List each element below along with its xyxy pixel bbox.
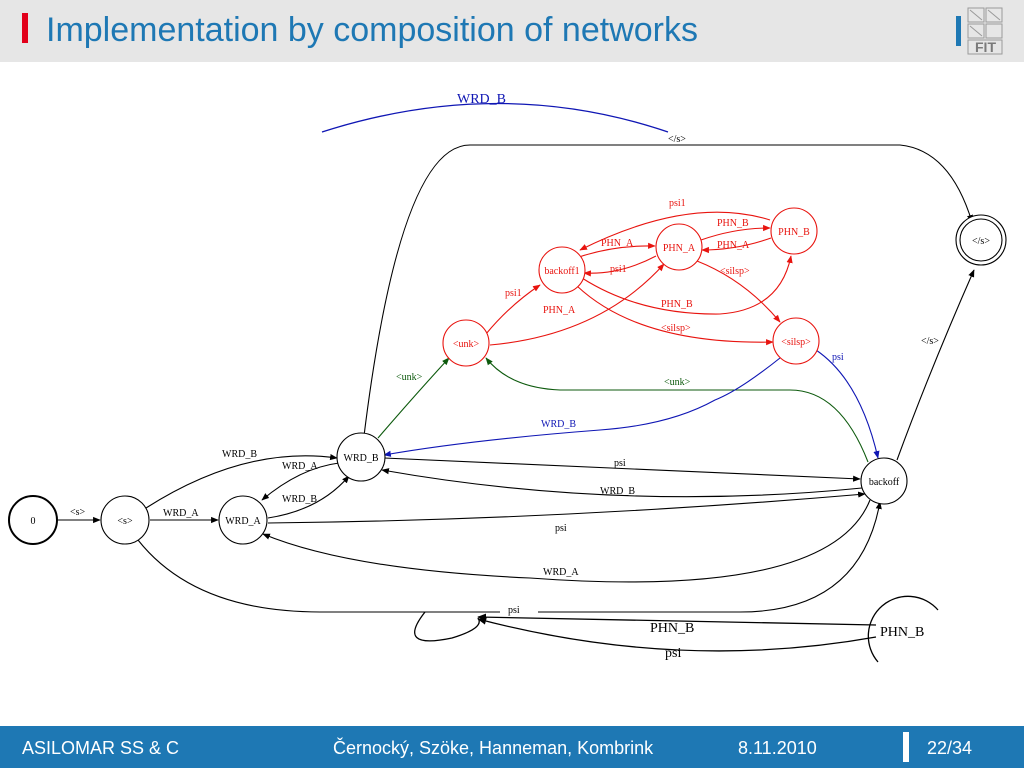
edge-backoff1-phn-a bbox=[578, 242, 656, 258]
slide-footer: ASILOMAR SS & C Černocký, Szöke, Hannema… bbox=[0, 726, 1024, 768]
edge-wrd-b-end bbox=[363, 144, 973, 437]
edge-backoff-wrd-a bbox=[262, 499, 871, 583]
node-wrd-a: WRD_A bbox=[225, 516, 261, 527]
edge-label: psi1 bbox=[505, 288, 522, 299]
edge-label: psi bbox=[508, 605, 520, 616]
edge-unk-phn-a bbox=[489, 263, 665, 346]
node-end: </s> bbox=[972, 236, 990, 247]
node-wrd-b-circle bbox=[336, 432, 386, 482]
edge-label: psi1 bbox=[669, 198, 686, 209]
node-phn-a-circle bbox=[655, 223, 703, 271]
edge-label: WRD_B bbox=[541, 419, 576, 430]
edge-label: PHN_B bbox=[717, 218, 749, 229]
edge-backoff-unk bbox=[485, 357, 869, 463]
edge-wrd-b-backoff-psi bbox=[383, 457, 861, 482]
edge-label: <s> bbox=[70, 507, 86, 518]
edge-label: <unk> bbox=[664, 377, 691, 388]
edge-backoff-wrd-b bbox=[381, 468, 863, 498]
node-phn-b-circle bbox=[770, 207, 818, 255]
edge-label: PHN_B bbox=[650, 621, 694, 636]
node-wrd-a-circle bbox=[218, 495, 268, 545]
edge-big-psi bbox=[477, 617, 877, 652]
logo-text: FIT bbox=[975, 39, 996, 55]
node-phn-b: PHN_B bbox=[778, 227, 810, 238]
edge-phn-b-backoff1 bbox=[579, 211, 771, 251]
edge-top-wrd-b bbox=[321, 102, 669, 133]
edge-label: </s> bbox=[668, 134, 686, 145]
edge-label: <silsp> bbox=[720, 266, 750, 277]
wfst-network-diagram: WRD_B PHN_B psi PHN_B <s> WRD_A WRD_B WR… bbox=[8, 92, 1007, 663]
edge-label: PHN_A bbox=[543, 305, 576, 316]
node-unk-circle bbox=[442, 319, 490, 367]
edge-wrd-a-backoff-psi bbox=[267, 491, 866, 524]
node-end-inner-circle bbox=[959, 218, 1003, 262]
node-phn-b-big-circle bbox=[867, 595, 939, 663]
node-backoff1-circle bbox=[538, 246, 586, 294]
node-silsp-circle bbox=[772, 317, 820, 365]
fit-logo: FIT bbox=[956, 7, 1003, 55]
node-silsp: <silsp> bbox=[781, 337, 811, 348]
edge-label: WRD_B bbox=[282, 494, 317, 505]
edge-phn-a-backoff1 bbox=[583, 255, 657, 277]
node-s: <s> bbox=[117, 516, 133, 527]
edge-label: WRD_B bbox=[600, 486, 635, 497]
title-accent-bar bbox=[22, 13, 28, 43]
edge-silsp-wrd-b bbox=[383, 357, 781, 457]
footer-divider-bar bbox=[903, 732, 909, 762]
node-0: 0 bbox=[31, 516, 36, 527]
edge-label: WRD_B bbox=[457, 92, 506, 107]
edge-phn-a-silsp bbox=[696, 260, 781, 323]
edge-label: </s> bbox=[921, 336, 939, 347]
node-phn-a: PHN_A bbox=[663, 243, 696, 254]
edge-label: psi bbox=[555, 523, 567, 534]
edge-phn-b-phn-a bbox=[701, 237, 772, 254]
node-s-circle bbox=[100, 495, 150, 545]
footer-conference: ASILOMAR SS & C bbox=[22, 738, 180, 758]
edge-unk-backoff1 bbox=[485, 284, 541, 335]
edge-silsp-backoff bbox=[815, 349, 880, 459]
edge-backoff1-phn-b bbox=[581, 255, 793, 315]
edge-label: psi1 bbox=[610, 264, 627, 275]
footer-page-number: 22/34 bbox=[927, 738, 973, 758]
edge-label: psi bbox=[832, 352, 844, 363]
edge-backoff1-silsp bbox=[576, 285, 774, 346]
edge-label: <unk> bbox=[396, 372, 423, 383]
edge-backoff-end bbox=[896, 269, 975, 461]
footer-date: 8.11.2010 bbox=[738, 738, 817, 758]
edge-label: psi bbox=[665, 646, 681, 661]
slide-header: Implementation by composition of network… bbox=[0, 0, 1024, 62]
node-backoff1: backoff1 bbox=[544, 266, 579, 277]
edge-label: WRD_A bbox=[543, 567, 579, 578]
edge-label: PHN_A bbox=[717, 240, 750, 251]
edge-label: WRD_A bbox=[163, 508, 199, 519]
edge-wrd-b-unk bbox=[377, 357, 450, 439]
slide-title: Implementation by composition of network… bbox=[46, 11, 698, 49]
edge-label: psi bbox=[614, 458, 626, 469]
edge-label: WRD_B bbox=[222, 449, 257, 460]
node-backoff-circle bbox=[860, 457, 908, 505]
edge-label: PHN_A bbox=[601, 238, 634, 249]
edge-wrd-b-wrd-a bbox=[261, 462, 340, 501]
edge-label: WRD_A bbox=[282, 461, 318, 472]
edge-phn-a-phn-b bbox=[700, 224, 771, 241]
node-phn-b-big: PHN_B bbox=[880, 625, 924, 640]
node-unk: <unk> bbox=[453, 339, 480, 350]
edge-label: PHN_B bbox=[661, 299, 693, 310]
node-wrd-b: WRD_B bbox=[344, 453, 379, 464]
node-0-circle bbox=[8, 495, 58, 545]
edge-big-phn-b bbox=[477, 613, 877, 626]
edge-s-wrd-b bbox=[145, 453, 338, 509]
node-backoff: backoff bbox=[869, 477, 900, 488]
edge-wrd-a-wrd-b bbox=[267, 475, 350, 519]
edge-bottom-loop bbox=[414, 611, 480, 642]
edge-label: <silsp> bbox=[661, 323, 691, 334]
footer-authors: Černocký, Szöke, Hanneman, Kombrink bbox=[333, 738, 654, 758]
